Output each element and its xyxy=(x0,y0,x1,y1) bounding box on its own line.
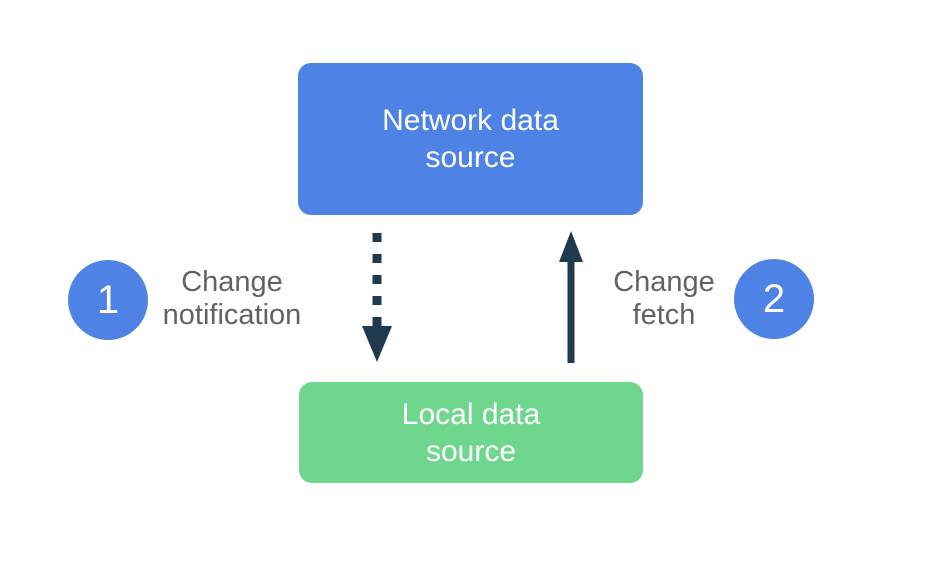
step-1-badge: 1 xyxy=(68,260,148,340)
step-1-number: 1 xyxy=(96,277,120,322)
network-data-source-box: Network data source xyxy=(298,63,643,215)
step-2-number: 2 xyxy=(762,276,786,321)
change-fetch-label: Change fetch xyxy=(613,266,715,331)
step-2-badge: 2 xyxy=(734,259,814,339)
change-notification-label: Change notification xyxy=(162,266,302,331)
change-notification-arrow xyxy=(362,233,392,362)
local-data-source-box: Local data source xyxy=(299,382,643,483)
